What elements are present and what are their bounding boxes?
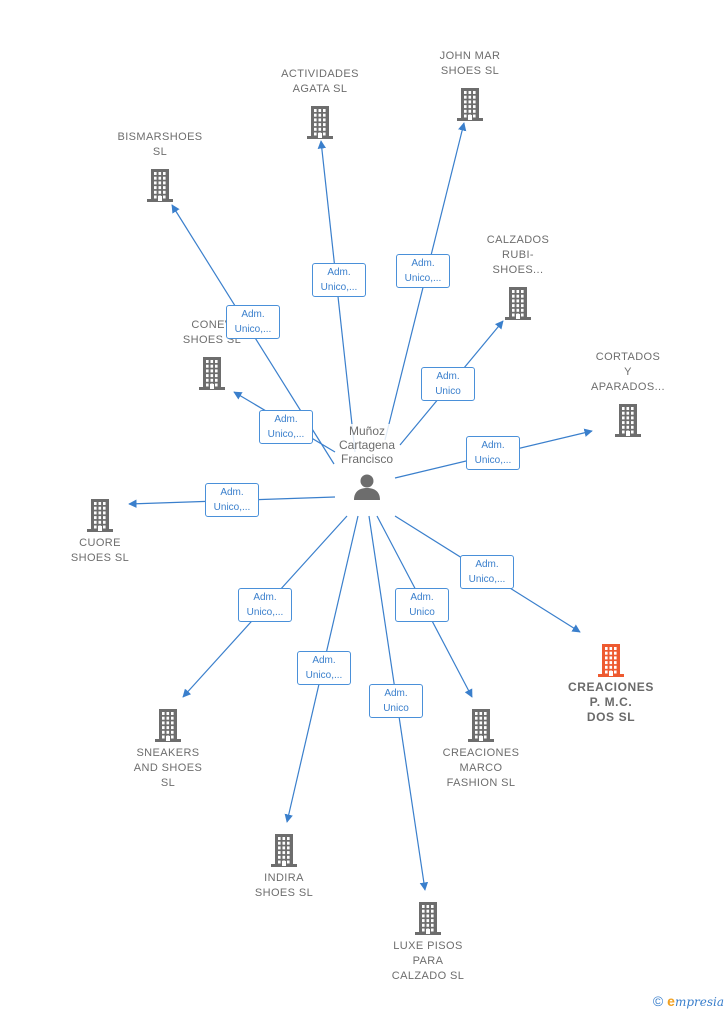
company-node-calzados-rubi[interactable]: CALZADOS RUBI- SHOES... — [487, 233, 550, 278]
company-name: JOHN MAR SHOES SL — [439, 50, 501, 77]
company-node-luxe-pisos[interactable]: LUXE PISOS PARA CALZADO SL — [392, 939, 464, 984]
company-name: ACTIVIDADES AGATA SL — [281, 68, 359, 95]
role-badge-bismarshoes[interactable]: Adm. Unico,... — [226, 305, 280, 339]
company-name: CALZADOS RUBI- SHOES... — [486, 234, 550, 276]
company-name: BISMARSHOES SL — [117, 131, 203, 158]
company-name: CONEV SHOES SL — [182, 319, 242, 346]
role-badge-john-mar[interactable]: Adm. Unico,... — [396, 254, 450, 288]
copyright-icon: © — [652, 993, 664, 1009]
company-node-creaciones-marco[interactable]: CREACIONES MARCO FASHION SL — [443, 746, 520, 791]
company-node-creaciones-pmc[interactable]: CREACIONES P. M.C. DOS SL — [568, 680, 654, 725]
role-badge-cortados-aparados[interactable]: Adm. Unico,... — [466, 436, 520, 470]
company-name: CREACIONES P. M.C. DOS SL — [567, 680, 655, 724]
company-node-actividades-agata[interactable]: ACTIVIDADES AGATA SL — [281, 67, 359, 97]
role-badge-luxe-pisos[interactable]: Adm. Unico — [369, 684, 423, 718]
company-node-bismarshoes[interactable]: BISMARSHOES SL — [117, 130, 202, 160]
company-name: CORTADOS Y APARADOS... — [591, 351, 665, 393]
building-icon — [466, 707, 496, 748]
company-node-cortados-aparados[interactable]: CORTADOS Y APARADOS... — [591, 350, 665, 395]
building-icon — [455, 86, 485, 127]
role-badge-creaciones-marco[interactable]: Adm. Unico — [395, 588, 449, 622]
role-badge-calzados-rubi[interactable]: Adm. Unico — [421, 367, 475, 401]
company-name: INDIRA SHOES SL — [254, 872, 314, 899]
role-badge-creaciones-pmc[interactable]: Adm. Unico,... — [460, 555, 514, 589]
building-icon — [85, 497, 115, 538]
person-icon — [353, 474, 380, 500]
building-icon — [153, 707, 183, 748]
building-icon — [269, 832, 299, 873]
brand-name: mpresia — [674, 995, 724, 1009]
company-name: SNEAKERS AND SHOES SL — [133, 747, 203, 789]
center-person[interactable]: Muñoz Cartagena Francisco — [338, 424, 396, 502]
company-node-sneakers[interactable]: SNEAKERS AND SHOES SL — [134, 746, 202, 791]
building-icon — [305, 104, 335, 145]
role-badge-cuore-shoes[interactable]: Adm. Unico,... — [205, 483, 259, 517]
role-badge-actividades-agata[interactable]: Adm. Unico,... — [312, 263, 366, 297]
company-node-conev-shoes[interactable]: CONEV SHOES SL — [183, 318, 241, 348]
building-icon — [503, 285, 533, 326]
footer-brand[interactable]: ©empresia — [653, 993, 724, 1009]
building-icon — [613, 402, 643, 443]
company-name: CUORE SHOES SL — [70, 537, 130, 564]
company-node-indira[interactable]: INDIRA SHOES SL — [255, 871, 313, 901]
company-name: CREACIONES MARCO FASHION SL — [442, 747, 520, 789]
role-badge-sneakers[interactable]: Adm. Unico,... — [238, 588, 292, 622]
building-icon — [596, 642, 626, 683]
company-node-john-mar[interactable]: JOHN MAR SHOES SL — [440, 49, 501, 79]
role-badge-indira[interactable]: Adm. Unico,... — [297, 651, 351, 685]
company-node-cuore-shoes[interactable]: CUORE SHOES SL — [71, 536, 129, 566]
center-person-name: Muñoz Cartagena Francisco — [338, 424, 396, 466]
building-icon — [413, 900, 443, 941]
company-name: LUXE PISOS PARA CALZADO SL — [391, 940, 465, 982]
role-badge-conev-shoes[interactable]: Adm. Unico,... — [259, 410, 313, 444]
brand-initial: e — [667, 993, 675, 1009]
building-icon — [197, 355, 227, 396]
building-icon — [145, 167, 175, 208]
